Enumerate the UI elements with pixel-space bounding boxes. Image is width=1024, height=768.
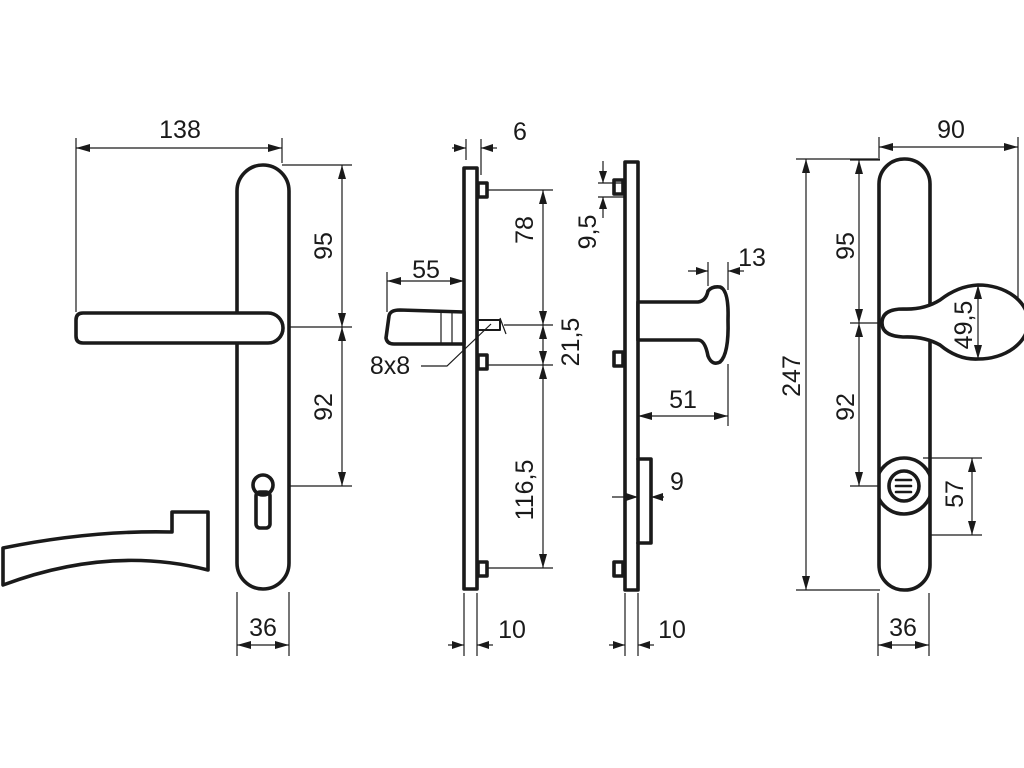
knob-side-backplate — [623, 160, 640, 592]
side-backplate — [462, 166, 479, 591]
knob-front-profile — [880, 283, 1024, 361]
dim-side-plate-depth: 10 — [498, 616, 526, 644]
knob-stud-top — [612, 178, 625, 196]
dim-knob-plate-depth: 10 — [658, 616, 686, 644]
dim-side-upper: 78 — [511, 216, 539, 244]
knob-front-view — [877, 157, 1024, 592]
dim-side-handle-length: 55 — [412, 256, 440, 284]
spindle-leader — [421, 323, 492, 367]
keyhole-top — [251, 473, 275, 497]
keyhole-slot — [254, 490, 272, 530]
cylinder-guard — [636, 457, 653, 545]
cylinder-guard-face — [887, 469, 921, 503]
knob-front-backplate — [877, 157, 932, 592]
side-stud-middle — [476, 353, 489, 371]
spindle-break-line — [499, 317, 507, 335]
dim-knob-top-offset: 9,5 — [574, 215, 602, 250]
dim-lever-upper: 95 — [310, 232, 338, 260]
side-dimensions: 6 78 21,5 116,5 55 8x8 10 — [370, 118, 585, 656]
dim-cylinder-guard: 9 — [670, 468, 684, 496]
knob-dimensions: 9,5 13 51 9 10 — [574, 161, 766, 656]
lever-arm — [74, 311, 285, 345]
dim-knob-front-plate-width: 36 — [889, 614, 917, 642]
dim-guard-height: 57 — [941, 480, 969, 508]
lever-front-view — [1, 163, 291, 591]
knob-side-profile — [636, 285, 730, 365]
knob-stud-middle — [612, 350, 625, 368]
side-stud-top — [476, 181, 489, 199]
spindle — [477, 319, 501, 331]
dim-lever-width: 36 — [249, 614, 277, 642]
dim-spindle: 8x8 — [370, 352, 410, 380]
dim-lever-lower: 92 — [310, 393, 338, 421]
knob-side-view — [612, 160, 730, 592]
lever-backplate — [235, 163, 291, 591]
lever-side-profile — [1, 510, 210, 587]
side-stud-bottom — [476, 560, 489, 578]
dim-knob-head: 13 — [738, 244, 766, 272]
dim-side-thickness: 6 — [513, 118, 527, 146]
knob-front-dimensions: 90 95 92 247 49,5 57 36 — [778, 116, 1019, 656]
dim-side-lower: 116,5 — [511, 460, 539, 521]
dim-side-spindle-offset: 21,5 — [557, 318, 585, 367]
dim-total-height: 247 — [778, 355, 806, 397]
knob-stud-bottom — [612, 560, 625, 578]
dim-knob-front-width: 90 — [937, 116, 965, 144]
dim-knob-front-lower: 92 — [832, 393, 860, 421]
lever-side-view — [384, 166, 507, 591]
dim-knob-front-upper: 95 — [832, 232, 860, 260]
side-lever-stub — [384, 308, 466, 346]
dim-knob-projection: 51 — [669, 386, 697, 414]
lever-dimensions: 138 95 92 36 — [75, 116, 352, 656]
dim-lever-projection: 138 — [159, 116, 201, 144]
dim-knob-diameter: 49,5 — [950, 301, 978, 350]
cylinder-guard-ring — [879, 456, 930, 516]
